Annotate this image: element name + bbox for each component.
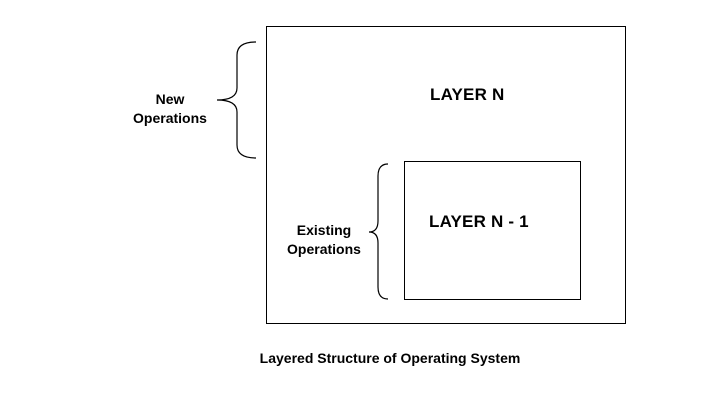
- new-operations-line1: New: [155, 91, 185, 107]
- layer-n-label: LAYER N: [430, 85, 505, 104]
- new-operations-label: New Operations: [120, 90, 220, 128]
- existing-operations-line2: Operations: [287, 241, 361, 257]
- existing-operations-label: Existing Operations: [274, 221, 374, 259]
- existing-operations-line1: Existing: [296, 222, 352, 238]
- layer-n-minus-1-box: [404, 161, 581, 300]
- layer-n-box: [266, 26, 626, 324]
- new-operations-brace: [216, 41, 257, 159]
- layer-n-minus-1-label: LAYER N - 1: [429, 212, 529, 231]
- new-operations-line2: Operations: [133, 110, 207, 126]
- diagram-caption: Layered Structure of Operating System: [259, 350, 521, 366]
